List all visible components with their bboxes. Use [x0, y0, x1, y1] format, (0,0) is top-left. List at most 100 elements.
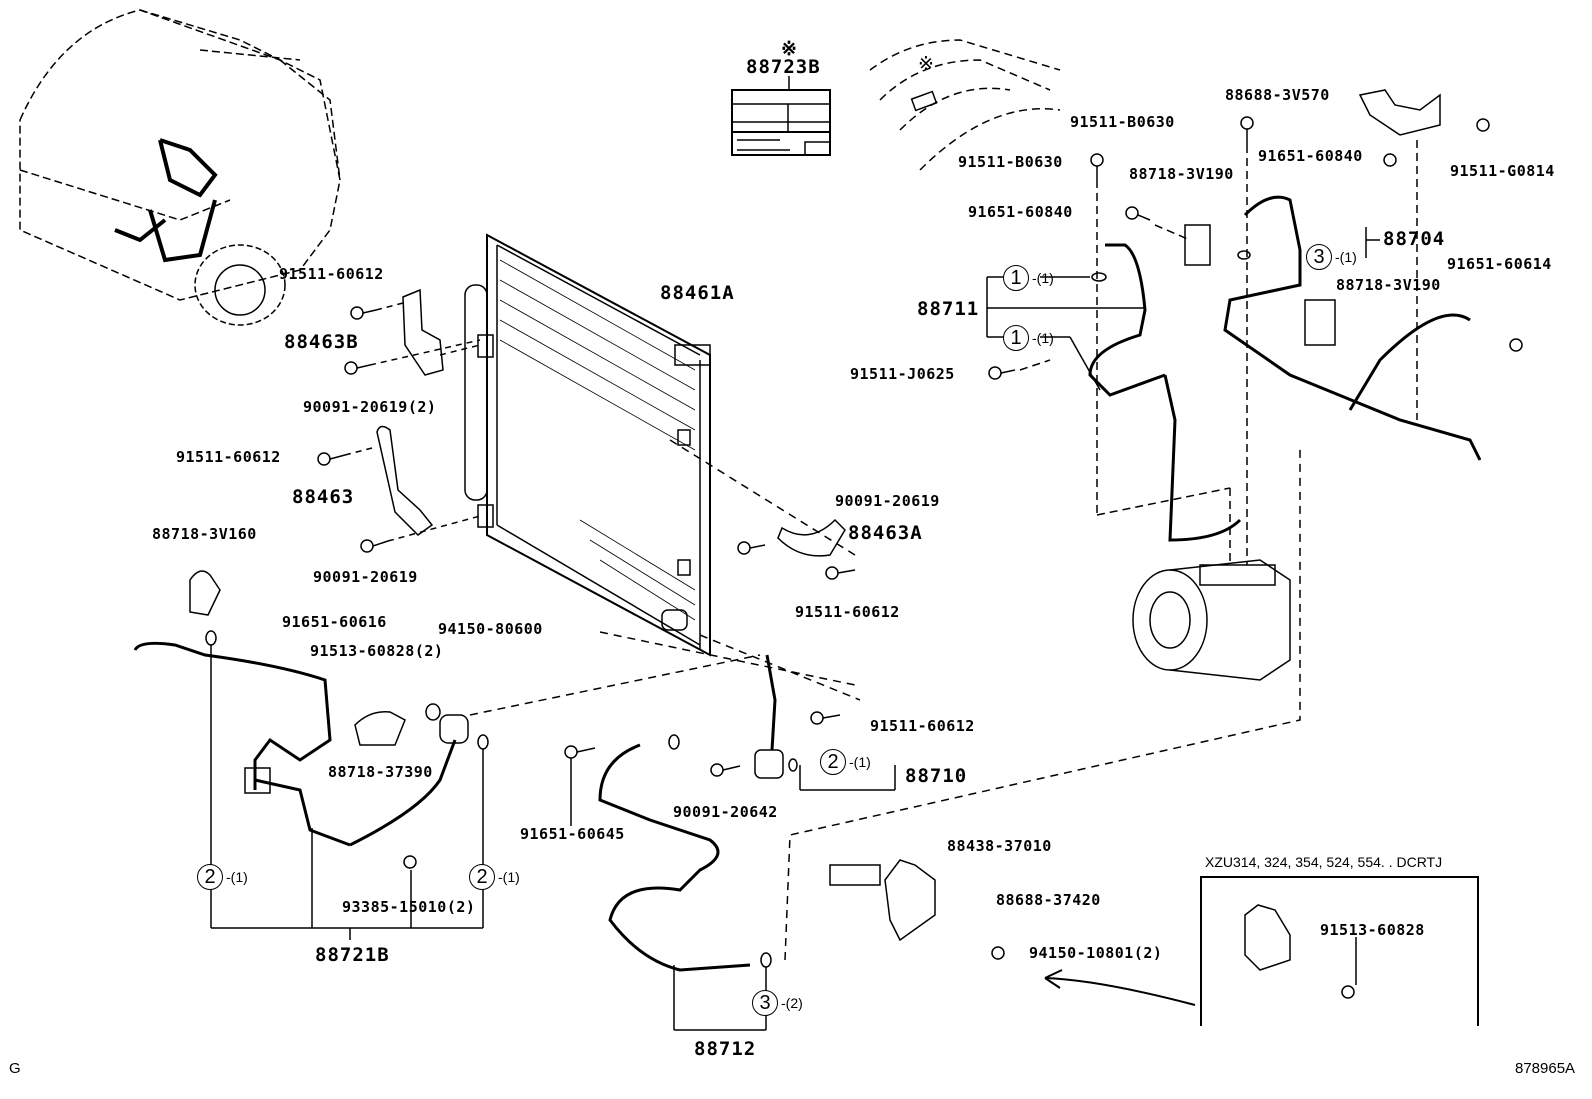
oring-qty: -(1) — [1335, 249, 1357, 265]
part-label-91511-60612[interactable]: 91511-60612 — [176, 448, 281, 466]
oring-ref-number: 3 — [752, 990, 778, 1016]
part-label-91513-60828[interactable]: 91513-60828 — [1320, 921, 1425, 939]
part-label-88721B[interactable]: 88721B — [315, 944, 390, 966]
stay-88438-37010 — [829, 864, 881, 886]
label-location-sketch — [869, 39, 1061, 171]
part-label-88463[interactable]: 88463 — [292, 486, 355, 508]
oring-callout[interactable]: 2 -(1) — [820, 749, 871, 775]
condenser-mount-dashes — [599, 439, 861, 701]
part-label-88688-3V570[interactable]: 88688-3V570 — [1225, 86, 1330, 104]
long-connection-dash — [784, 445, 1301, 961]
part-label-91513-60828-qty2[interactable]: 91513-60828(2) — [310, 642, 444, 660]
part-label-94150-10801-qty2[interactable]: 94150-10801(2) — [1029, 944, 1163, 962]
oring-qty: -(1) — [226, 869, 248, 885]
part-label-88718-3V160[interactable]: 88718-3V160 — [152, 525, 257, 543]
part-label-88463B[interactable]: 88463B — [284, 331, 359, 353]
part-label-93385-15010-qty2[interactable]: 93385-15010(2) — [342, 898, 476, 916]
bracket-88688-37420 — [884, 859, 936, 942]
figure-id: 878965A — [1515, 1060, 1576, 1077]
oring-ref-number: 2 — [469, 864, 495, 890]
oring-ref-number: 1 — [1003, 265, 1029, 291]
part-label-91511-60612[interactable]: 91511-60612 — [795, 603, 900, 621]
oring-ref-number: 1 — [1003, 325, 1029, 351]
part-label-88688-37420[interactable]: 88688-37420 — [996, 891, 1101, 909]
part-label-91511-G0814[interactable]: 91511-G0814 — [1450, 162, 1555, 180]
part-label-88461A[interactable]: 88461A — [660, 282, 735, 304]
part-label-91651-60840[interactable]: 91651-60840 — [968, 203, 1073, 221]
clamp-88718-37390 — [354, 711, 406, 746]
oring-callout[interactable]: 1 -(1) — [1003, 325, 1054, 351]
o-rings-right — [1091, 250, 1251, 282]
part-label-91651-60645[interactable]: 91651-60645 — [520, 825, 625, 843]
oring-callout[interactable]: 3 -(1) — [1306, 244, 1357, 270]
part-label-88463A[interactable]: 88463A — [848, 522, 923, 544]
bolts-left — [317, 306, 389, 553]
pressure-switch-block — [244, 703, 469, 794]
clamp-88718-3V160 — [189, 570, 221, 616]
bracket-88463 — [376, 425, 434, 536]
bracket-lines-right — [986, 227, 1380, 391]
part-label-88718-3V190[interactable]: 88718-3V190 — [1129, 165, 1234, 183]
oring-ref-number: 2 — [197, 864, 223, 890]
pipe-88710 — [754, 654, 784, 779]
part-label-90091-20619[interactable]: 90091-20619 — [835, 492, 940, 510]
truck-cab-illustration — [19, 9, 341, 301]
part-label-88704[interactable]: 88704 — [1383, 228, 1446, 250]
caution-label-illustration — [731, 76, 831, 156]
caution-symbol: ※ — [781, 38, 798, 60]
model-variant-inset — [1200, 876, 1479, 1026]
pipe-88711 — [1088, 243, 1242, 542]
part-label-90091-20642[interactable]: 90091-20642 — [673, 803, 778, 821]
part-label-91651-60616[interactable]: 91651-60616 — [282, 613, 387, 631]
bracket-88463B — [402, 288, 444, 376]
compressor-illustration — [1132, 559, 1291, 681]
part-label-88711[interactable]: 88711 — [917, 298, 980, 320]
pipe-88712 — [598, 743, 751, 972]
part-label-91651-60614[interactable]: 91651-60614 — [1447, 255, 1552, 273]
part-label-91511-60612[interactable]: 91511-60612 — [870, 717, 975, 735]
part-label-90091-20619[interactable]: 90091-20619 — [313, 568, 418, 586]
bolts-right — [988, 116, 1523, 380]
part-label-94150-80600[interactable]: 94150-80600 — [438, 620, 543, 638]
pipe-clamps-right — [1184, 224, 1336, 346]
part-label-88438-37010[interactable]: 88438-37010 — [947, 837, 1052, 855]
bracket-88463A — [737, 518, 856, 580]
truck-ac-piping-highlight — [114, 138, 218, 263]
oring-ref-number: 2 — [820, 749, 846, 775]
oring-qty: -(1) — [849, 754, 871, 770]
part-label-90091-20619-qty2[interactable]: 90091-20619(2) — [303, 398, 437, 416]
bracket-88688-3V570 — [1358, 89, 1441, 136]
part-label-91651-60840[interactable]: 91651-60840 — [1258, 147, 1363, 165]
pipe-88721B — [133, 641, 457, 847]
oring-callout[interactable]: 2 -(1) — [469, 864, 520, 890]
oring-qty: -(1) — [1032, 270, 1054, 286]
leader-lines-left — [344, 302, 481, 542]
part-label-91511-60612[interactable]: 91511-60612 — [279, 265, 384, 283]
nut-94150-10801 — [991, 946, 1005, 960]
arrow-to-inset — [1044, 969, 1196, 1006]
oring-qty: -(2) — [781, 995, 803, 1011]
part-label-91511-B0630[interactable]: 91511-B0630 — [958, 153, 1063, 171]
oring-callout[interactable]: 3 -(2) — [752, 990, 803, 1016]
part-label-91511-B0630[interactable]: 91511-B0630 — [1070, 113, 1175, 131]
page-marker: G — [9, 1060, 21, 1077]
pipe-88704 — [1223, 195, 1482, 461]
part-label-88718-3V190[interactable]: 88718-3V190 — [1336, 276, 1441, 294]
part-label-91511-J0625[interactable]: 91511-J0625 — [850, 365, 955, 383]
oring-qty: -(1) — [498, 869, 520, 885]
oring-callout[interactable]: 2 -(1) — [197, 864, 248, 890]
part-label-88718-37390[interactable]: 88718-37390 — [328, 763, 433, 781]
right-assembly-dashes — [1019, 140, 1418, 565]
vehicle-marker: ※ — [918, 53, 935, 75]
part-label-88723B[interactable]: 88723B — [746, 56, 821, 78]
oring-ref-number: 3 — [1306, 244, 1332, 270]
part-label-88710[interactable]: 88710 — [905, 765, 968, 787]
oring-callout[interactable]: 1 -(1) — [1003, 265, 1054, 291]
pipe-connection-dashes — [469, 654, 761, 716]
part-label-88712[interactable]: 88712 — [694, 1038, 757, 1060]
bracket-lines-88712 — [570, 758, 896, 1031]
oring-qty: -(1) — [1032, 330, 1054, 346]
inset-bracket — [1244, 904, 1357, 999]
truck-wheel — [194, 244, 286, 326]
inset-caption: XZU314, 324, 354, 524, 554. . DCRTJ — [1205, 854, 1443, 870]
